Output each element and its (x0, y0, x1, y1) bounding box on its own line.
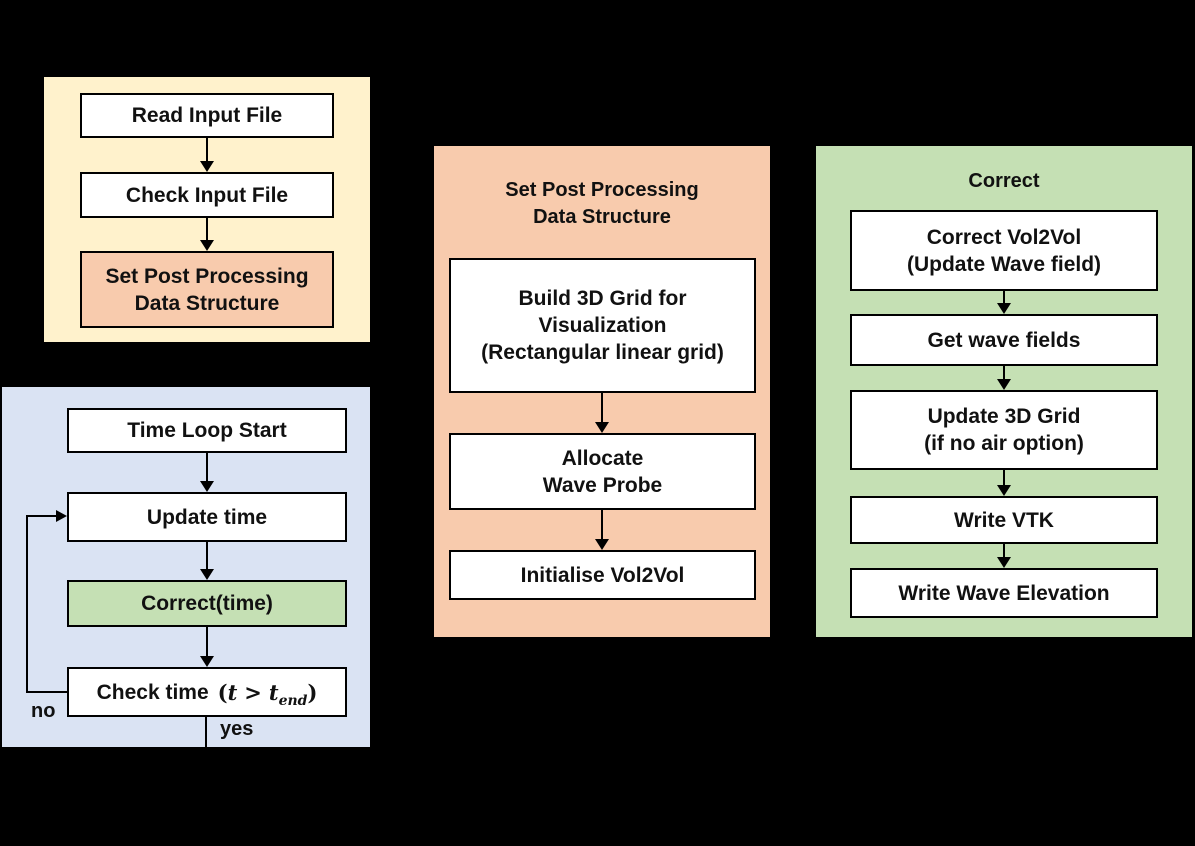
step-read-input-file-label: Read Input File (131, 104, 283, 127)
step-update-time-label: Update time (146, 505, 268, 529)
step-get-wave-fields: Get wave fields (850, 314, 1158, 366)
arrow-start-to-update (200, 453, 214, 492)
no-branch-label: no (31, 700, 56, 722)
step-write-wave-elevation: Write Wave Elevation (850, 568, 1158, 618)
panel-set-post-processing-title: Set Post Processing Data Structure (505, 179, 699, 228)
loop-no-line-bottom (26, 691, 67, 693)
step-allocate-wave-probe: Allocate Wave Probe (449, 433, 756, 510)
arrow-check-to-setpost (200, 218, 214, 251)
arrow-update-to-correct (200, 542, 214, 580)
arrow-update3d-to-writevtk (997, 470, 1011, 496)
step-update-time: Update time (67, 492, 347, 542)
step-build-3d-grid-label: Build 3D Grid for Visualization (Rectang… (481, 287, 724, 364)
step-correct-vol2vol: Correct Vol2Vol (Update Wave field) (850, 210, 1158, 291)
arrow-allocate-to-initialise (595, 510, 609, 550)
step-correct-time: Correct(time) (67, 580, 347, 627)
step-check-time: Check time (t>tend) (67, 667, 347, 717)
step-correct-vol2vol-label: Correct Vol2Vol (Update Wave field) (906, 225, 1102, 276)
step-get-wave-fields-label: Get wave fields (927, 328, 1081, 352)
step-read-input-file: Read Input File (80, 93, 334, 138)
step-correct-time-label: Correct(time) (141, 592, 273, 615)
step-set-post-processing-label: Set Post Processing Data Structure (105, 264, 309, 315)
panel-correct-title: Correct (968, 170, 1040, 192)
step-initialise-vol2vol-label: Initialise Vol2Vol (520, 563, 685, 587)
check-time-condition: (t>tend) (217, 679, 318, 709)
loop-no-arrowhead (56, 510, 67, 522)
step-check-time-label: Check time (96, 680, 209, 704)
step-update-3d-grid-label: Update 3D Grid (if no air option) (924, 405, 1084, 455)
step-time-loop-start: Time Loop Start (67, 408, 347, 453)
step-update-3d-grid: Update 3D Grid (if no air option) (850, 390, 1158, 470)
step-check-input-file: Check Input File (80, 172, 334, 218)
step-allocate-wave-probe-label: Allocate Wave Probe (542, 446, 663, 497)
arrow-correctvol-to-getwave (997, 291, 1011, 314)
step-build-3d-grid: Build 3D Grid for Visualization (Rectang… (449, 258, 756, 393)
arrow-correct-to-check (200, 627, 214, 667)
yes-exit-line (205, 717, 207, 747)
arrow-writevtk-to-writewave (997, 544, 1011, 568)
step-write-vtk: Write VTK (850, 496, 1158, 544)
step-time-loop-start-label: Time Loop Start (127, 419, 287, 442)
step-write-vtk-label: Write VTK (954, 508, 1054, 532)
arrow-getwave-to-update3d (997, 366, 1011, 390)
loop-no-line-vertical (26, 515, 28, 693)
loop-no-line-top (26, 515, 57, 517)
arrow-read-to-check (200, 138, 214, 172)
step-set-post-processing: Set Post Processing Data Structure (80, 251, 334, 328)
step-check-input-file-label: Check Input File (125, 183, 289, 207)
arrow-build-to-allocate (595, 393, 609, 433)
yes-branch-label: yes (220, 718, 254, 740)
step-write-wave-elevation-label: Write Wave Elevation (898, 581, 1110, 605)
step-initialise-vol2vol: Initialise Vol2Vol (449, 550, 756, 600)
